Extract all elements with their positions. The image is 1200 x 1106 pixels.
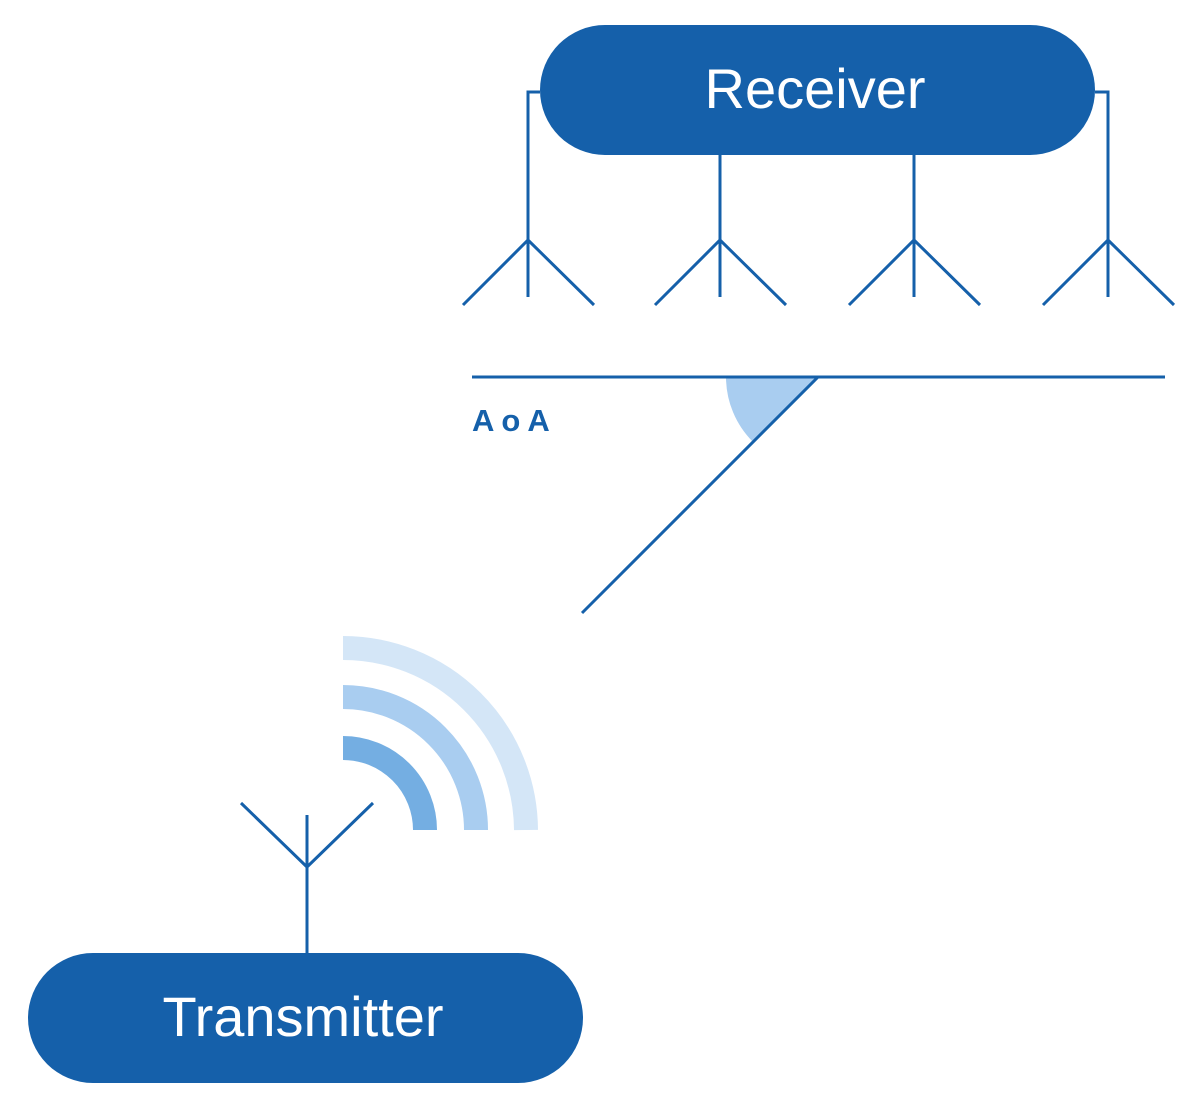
feed-line-left — [526, 90, 540, 297]
receiver-unit: Receiver — [540, 25, 1095, 155]
signal-direction-line — [580, 375, 820, 615]
aoa-angle-wedge — [726, 377, 818, 442]
wave-outer — [342, 636, 538, 831]
transmitter-box — [28, 953, 583, 1083]
transmitter-label: Transmitter — [162, 985, 443, 1048]
feed-line-right — [1095, 90, 1110, 297]
receiver-feed-lines — [526, 90, 1110, 297]
transmitter-unit: Transmitter — [28, 953, 583, 1083]
antenna-icon — [653, 237, 788, 307]
receiver-label: Receiver — [705, 57, 926, 120]
wave-middle — [342, 685, 488, 831]
aoa-label: AoA — [472, 403, 557, 438]
signal-waves-icon — [342, 636, 538, 831]
receiver-antenna-array — [461, 237, 1176, 307]
receiver-box — [540, 25, 1095, 155]
wave-inner — [342, 736, 437, 831]
antenna-icon — [461, 237, 596, 307]
transmitter-antenna-icon — [239, 801, 375, 955]
antenna-icon — [847, 237, 982, 307]
antenna-icon — [1041, 237, 1176, 307]
